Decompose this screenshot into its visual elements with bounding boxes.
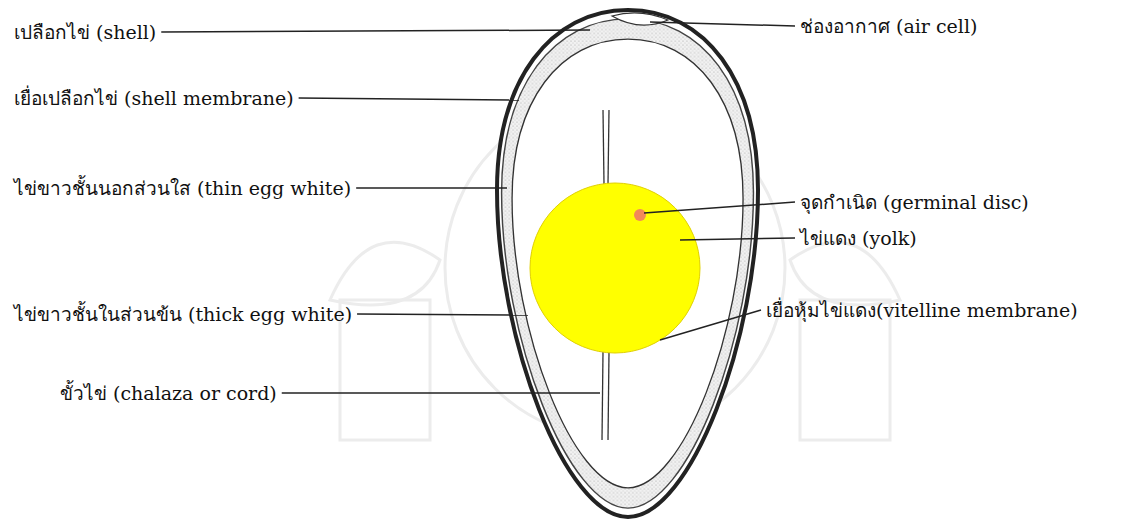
egg-shell [497, 10, 758, 517]
leader-line [299, 98, 519, 100]
leader-line [356, 187, 507, 189]
part-label: เยื่อเปลือกไข่ (shell membrane) [14, 86, 294, 110]
shell-membrane [502, 19, 754, 508]
part-label: ไข่ขาวชั้นในส่วนข้น (thick egg white) [14, 302, 352, 326]
leader-line [282, 392, 600, 394]
leader-line [357, 314, 528, 315]
part-label: ไข่ขาวชั้นนอกส่วนใส (thin egg white) [14, 176, 351, 200]
part-label: เปลือกไข่ (shell) [14, 20, 156, 44]
leader-line [161, 30, 590, 32]
leader-line [650, 22, 795, 26]
part-label: ขั้วไข่ (chalaza or cord) [60, 381, 277, 405]
air-cell [612, 13, 668, 25]
leader-line [680, 238, 795, 240]
thick-white [512, 39, 743, 488]
part-label: ช่องอากาศ (air cell) [800, 14, 977, 38]
leader-line [660, 310, 761, 340]
leader-line [644, 202, 795, 213]
germinal-disc [634, 209, 646, 221]
part-label: จุดกำเนิด (germinal disc) [800, 190, 1029, 214]
part-label: ไข่แดง (yolk) [800, 226, 917, 250]
yolk [530, 183, 700, 353]
part-label: เยื่อหุ้มไข่แดง(vitelline membrane) [766, 298, 1078, 322]
